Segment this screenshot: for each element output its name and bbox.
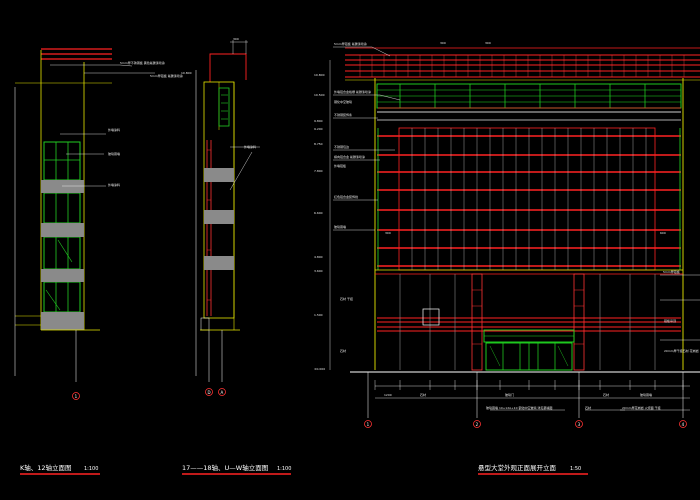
lower-storey [377, 273, 681, 371]
grid-label: D [208, 390, 211, 395]
drawing-title: 17——18轴、U—W轴立面图 [182, 463, 268, 472]
grid-bubble [473, 420, 481, 428]
annotation-label: 石材 [340, 348, 346, 353]
grid-bubble [205, 388, 213, 396]
grid-label: 3 [578, 422, 581, 427]
annotation-label: 5mm厚铝板 [663, 269, 680, 274]
annotation-label: 外墙涂料 [108, 182, 120, 187]
grid-label: 4 [682, 422, 685, 427]
annotation-label: 5mm厚铝板 氟碳漆喷涂 [334, 41, 367, 46]
annotation-label: 不锈钢装饰条 [334, 112, 352, 117]
dimension-label: 300 [385, 231, 391, 235]
grid-bubble [72, 392, 80, 400]
annotation-label: 外墙涂料 [108, 127, 120, 132]
annotation-label: 不锈钢包边 [334, 144, 349, 149]
dimension-label: 300 [440, 41, 446, 45]
grid-label: 2 [476, 422, 479, 427]
annotation-label: 玻璃幕墙 [108, 151, 120, 156]
drawing-title: 悬型大堂外观正面展开立面 [478, 463, 557, 472]
green-grille [376, 83, 682, 109]
annotation-label: 玻璃门 [505, 392, 514, 397]
elevation-label: ±0.000 [314, 367, 325, 371]
title-left: K轴、12轴立面图 1:100 [20, 463, 100, 475]
left-slab [41, 223, 84, 237]
left-slab [41, 180, 84, 193]
right-elevation [329, 46, 700, 418]
annotation-label: 玻璃幕墙 10+12A+10 钢化中空玻璃 详见幕墙图 [486, 405, 552, 410]
elevation-label: 7.800 [314, 169, 323, 173]
title-right: 悬型大堂外观正面展开立面 1:50 [478, 463, 588, 475]
annotation-label: 红色铝合金装饰线 [334, 194, 358, 199]
elevation-label: 10.500 [314, 93, 325, 97]
elevation-label: 10.800 [181, 71, 192, 75]
annotation-label: 外墙涂料 [244, 144, 256, 149]
grid-label: 1 [367, 422, 370, 427]
grid-bubble [575, 420, 583, 428]
left-elevation [14, 48, 155, 382]
drawing-scale: 1:100 [277, 466, 291, 472]
annotation-label: 横向铝合金 氟碳漆喷涂 [334, 154, 365, 159]
elevation-label: 3.600 [314, 269, 323, 273]
annotation-label: 石材 [585, 405, 591, 410]
middle-elevation [195, 40, 260, 382]
grid-bubble [364, 420, 372, 428]
elevation-label: 1.500 [314, 313, 323, 317]
dimension-label: 300 [233, 37, 239, 41]
grid-bubble [218, 388, 226, 396]
annotation-label: 20mm厚干挂石材 花岗岩 [664, 348, 699, 353]
annotation-label: 外墙铝板 [334, 163, 346, 168]
elevation-label: 9.200 [314, 127, 323, 131]
grid-label: 1 [75, 394, 78, 399]
elevation-label: 6.600 [314, 211, 323, 215]
annotation-label: 铝板吊顶 [664, 318, 676, 323]
dimension-label: 300 [485, 41, 491, 45]
drawing-title: K轴、12轴立面图 [20, 463, 72, 472]
annotation-label: 20mm厚花岗岩 火烧面 干挂 [622, 405, 661, 410]
annotation-label: 石材 干挂 [340, 296, 353, 301]
annotation-label: 玻璃幕墙 [334, 224, 346, 229]
annotation-label: 玻璃幕墙 [640, 392, 652, 397]
drawing-scale: 1:50 [570, 466, 581, 472]
annotation-label: 石材 [420, 392, 426, 397]
dimension-label: 600 [660, 231, 666, 235]
annotation-label: 外墙铝合金格栅 氟碳漆喷涂 [334, 89, 371, 94]
mullions [411, 128, 647, 270]
grid-label: A [221, 390, 224, 395]
annotation-label: 5mm厚铝板 氟碳漆喷涂 [150, 73, 183, 78]
dimension-label: 1200 [384, 393, 392, 397]
annotation-label: 钢化中空玻璃 [334, 99, 352, 104]
elevation-label: 4.800 [314, 255, 323, 259]
grid-bubble [679, 420, 687, 428]
drawing-scale: 1:100 [84, 466, 98, 472]
left-slab [41, 312, 84, 330]
annotation-label: 石材 [603, 392, 609, 397]
elevation-label: 9.800 [314, 119, 323, 123]
elevation-label: 10.800 [314, 73, 325, 77]
elevation-label: 8.750 [314, 142, 323, 146]
left-slab [41, 269, 84, 282]
title-middle: 17——18轴、U—W轴立面图 1:100 [182, 463, 291, 475]
annotation-label: 5mm厚不锈钢板 黑色氟碳漆喷涂 [120, 60, 165, 65]
